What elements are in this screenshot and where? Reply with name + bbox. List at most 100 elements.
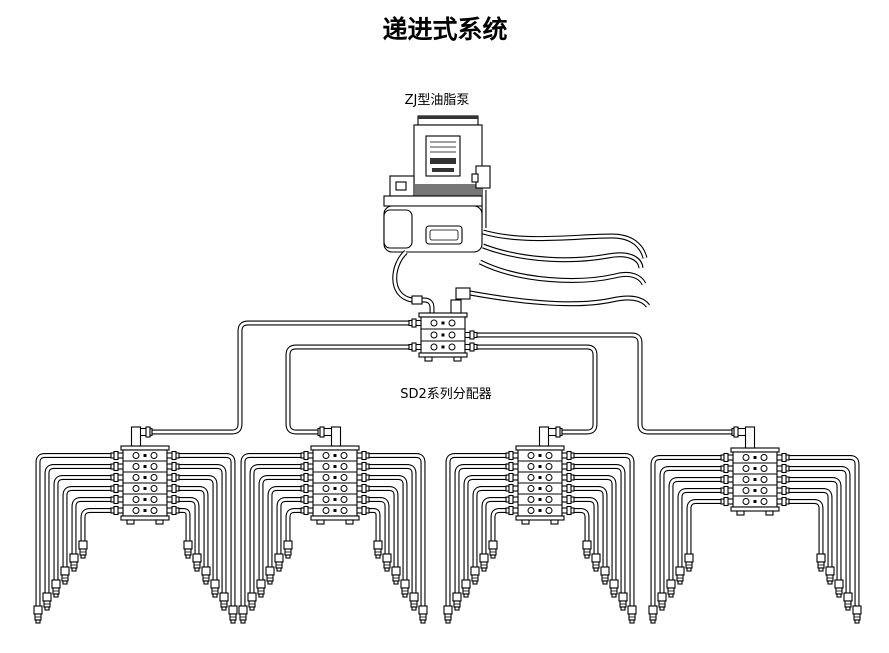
- tube-end-fitting: [591, 553, 601, 572]
- tube-end-fitting: [51, 579, 61, 598]
- outlet-fitting: [408, 318, 422, 328]
- inlet-fitting: [538, 426, 563, 447]
- distribution-tube-bore: [651, 456, 721, 606]
- tube-end-fitting: [210, 579, 220, 598]
- pump-base-plate: [383, 195, 485, 207]
- outlet-fitting-nut: [508, 505, 514, 516]
- section-bolt: [333, 465, 337, 468]
- distribution-tube: [369, 497, 390, 554]
- distribution-tube: [789, 488, 833, 567]
- fitting-tip: [659, 606, 665, 611]
- distribution-tube: [285, 508, 301, 541]
- feed-line-bore: [286, 345, 409, 434]
- feed-line-bore: [152, 321, 409, 434]
- tube-end-fitting: [657, 592, 667, 611]
- piston-plug: [150, 496, 158, 503]
- fitting-nut: [78, 540, 88, 550]
- distribution-tube-bore: [789, 478, 841, 580]
- section-bolt: [753, 500, 757, 503]
- distribution-tube-bore: [36, 454, 111, 606]
- piston-plug: [742, 454, 750, 461]
- distribution-tube: [240, 453, 301, 606]
- outlet-fitting: [720, 452, 734, 463]
- fitting-nut: [648, 605, 658, 615]
- distribution-tube-bore: [45, 465, 111, 593]
- outlet-fitting-nut: [566, 483, 572, 494]
- tube-end-fitting: [648, 605, 658, 624]
- distribution-tube-bore: [574, 498, 598, 554]
- piston-plug: [527, 474, 535, 481]
- distribution-tube-bore: [574, 509, 589, 541]
- section-bolt: [333, 476, 337, 479]
- distribution-tube-bore: [464, 476, 506, 580]
- distribution-tube-bore: [179, 509, 190, 541]
- distributor-foot: [126, 519, 135, 525]
- distribution-tube-bore: [179, 487, 208, 567]
- tube-end-fitting: [666, 579, 676, 598]
- pump-terminal-fitting: [395, 181, 407, 191]
- distribution-tube: [574, 508, 590, 541]
- pump-hose: [469, 290, 650, 308]
- outlet-fitting: [300, 461, 314, 472]
- distributor-foot: [155, 519, 164, 525]
- outlet-fitting-nut: [171, 450, 177, 461]
- fitting-nut: [452, 592, 462, 602]
- outlet-fitting: [166, 472, 180, 483]
- fitting-tip: [230, 619, 236, 624]
- distributor-end-plate: [310, 515, 360, 521]
- fitting-nut: [33, 605, 43, 615]
- outlet-fitting-nut: [723, 496, 729, 507]
- piston-plug: [760, 487, 768, 494]
- piston-plug: [132, 507, 140, 514]
- distribution-tubes: [35, 453, 236, 606]
- secondary-distributor: [730, 447, 780, 516]
- outlet-fitting: [561, 450, 575, 461]
- outlet-fitting-nut: [361, 494, 367, 505]
- distribution-tube: [267, 486, 301, 567]
- outlet-fitting: [776, 452, 790, 463]
- section-bolt: [143, 476, 147, 479]
- distribution-tube-bore: [491, 509, 506, 541]
- outlet-fitting: [776, 496, 790, 507]
- pump-hose: [482, 243, 644, 269]
- section-bolt: [538, 454, 542, 457]
- feed-line: [285, 344, 409, 435]
- outlet-fitting: [110, 450, 124, 461]
- distribution-tube-bore: [574, 454, 634, 606]
- tube-end-fitting: [183, 540, 193, 559]
- outlet-fitting: [505, 494, 519, 505]
- section-bolt: [143, 454, 147, 457]
- fitting-tip: [212, 593, 218, 598]
- distributor-foot: [316, 519, 325, 525]
- outlet-fitting-nut: [361, 472, 367, 483]
- piston-plug: [760, 465, 768, 472]
- tube-end-fitting: [391, 566, 401, 585]
- tube-end-fitting: [418, 605, 428, 624]
- distribution-tube: [369, 508, 381, 541]
- feed-line-wall: [285, 344, 409, 435]
- fitting-nut: [825, 566, 835, 576]
- outlet-fitting: [110, 472, 124, 483]
- tube-end-fitting: [274, 553, 284, 572]
- fitting-tip: [611, 593, 617, 598]
- pump-relief-nut: [471, 173, 479, 183]
- piston-plug: [545, 452, 553, 459]
- fitting-tip: [629, 619, 635, 624]
- fitting-nut: [69, 553, 79, 563]
- outlet-fitting: [356, 450, 370, 461]
- piston-plug: [742, 476, 750, 483]
- distributor-end-plate: [515, 515, 565, 521]
- outlet-fitting: [110, 494, 124, 505]
- piston-plug: [322, 463, 330, 470]
- outlet-fitting: [356, 483, 370, 494]
- pump-window-inner: [429, 229, 459, 241]
- distribution-tubes: [240, 453, 426, 606]
- outlet-fitting-nut: [411, 342, 417, 352]
- piston-plug: [150, 485, 158, 492]
- section-bolt: [333, 487, 337, 490]
- label-plate-band: [432, 168, 454, 172]
- inlet-fitting: [731, 426, 756, 449]
- piston-plug: [340, 485, 348, 492]
- fitting-tip: [593, 567, 599, 572]
- fitting-tip: [221, 606, 227, 611]
